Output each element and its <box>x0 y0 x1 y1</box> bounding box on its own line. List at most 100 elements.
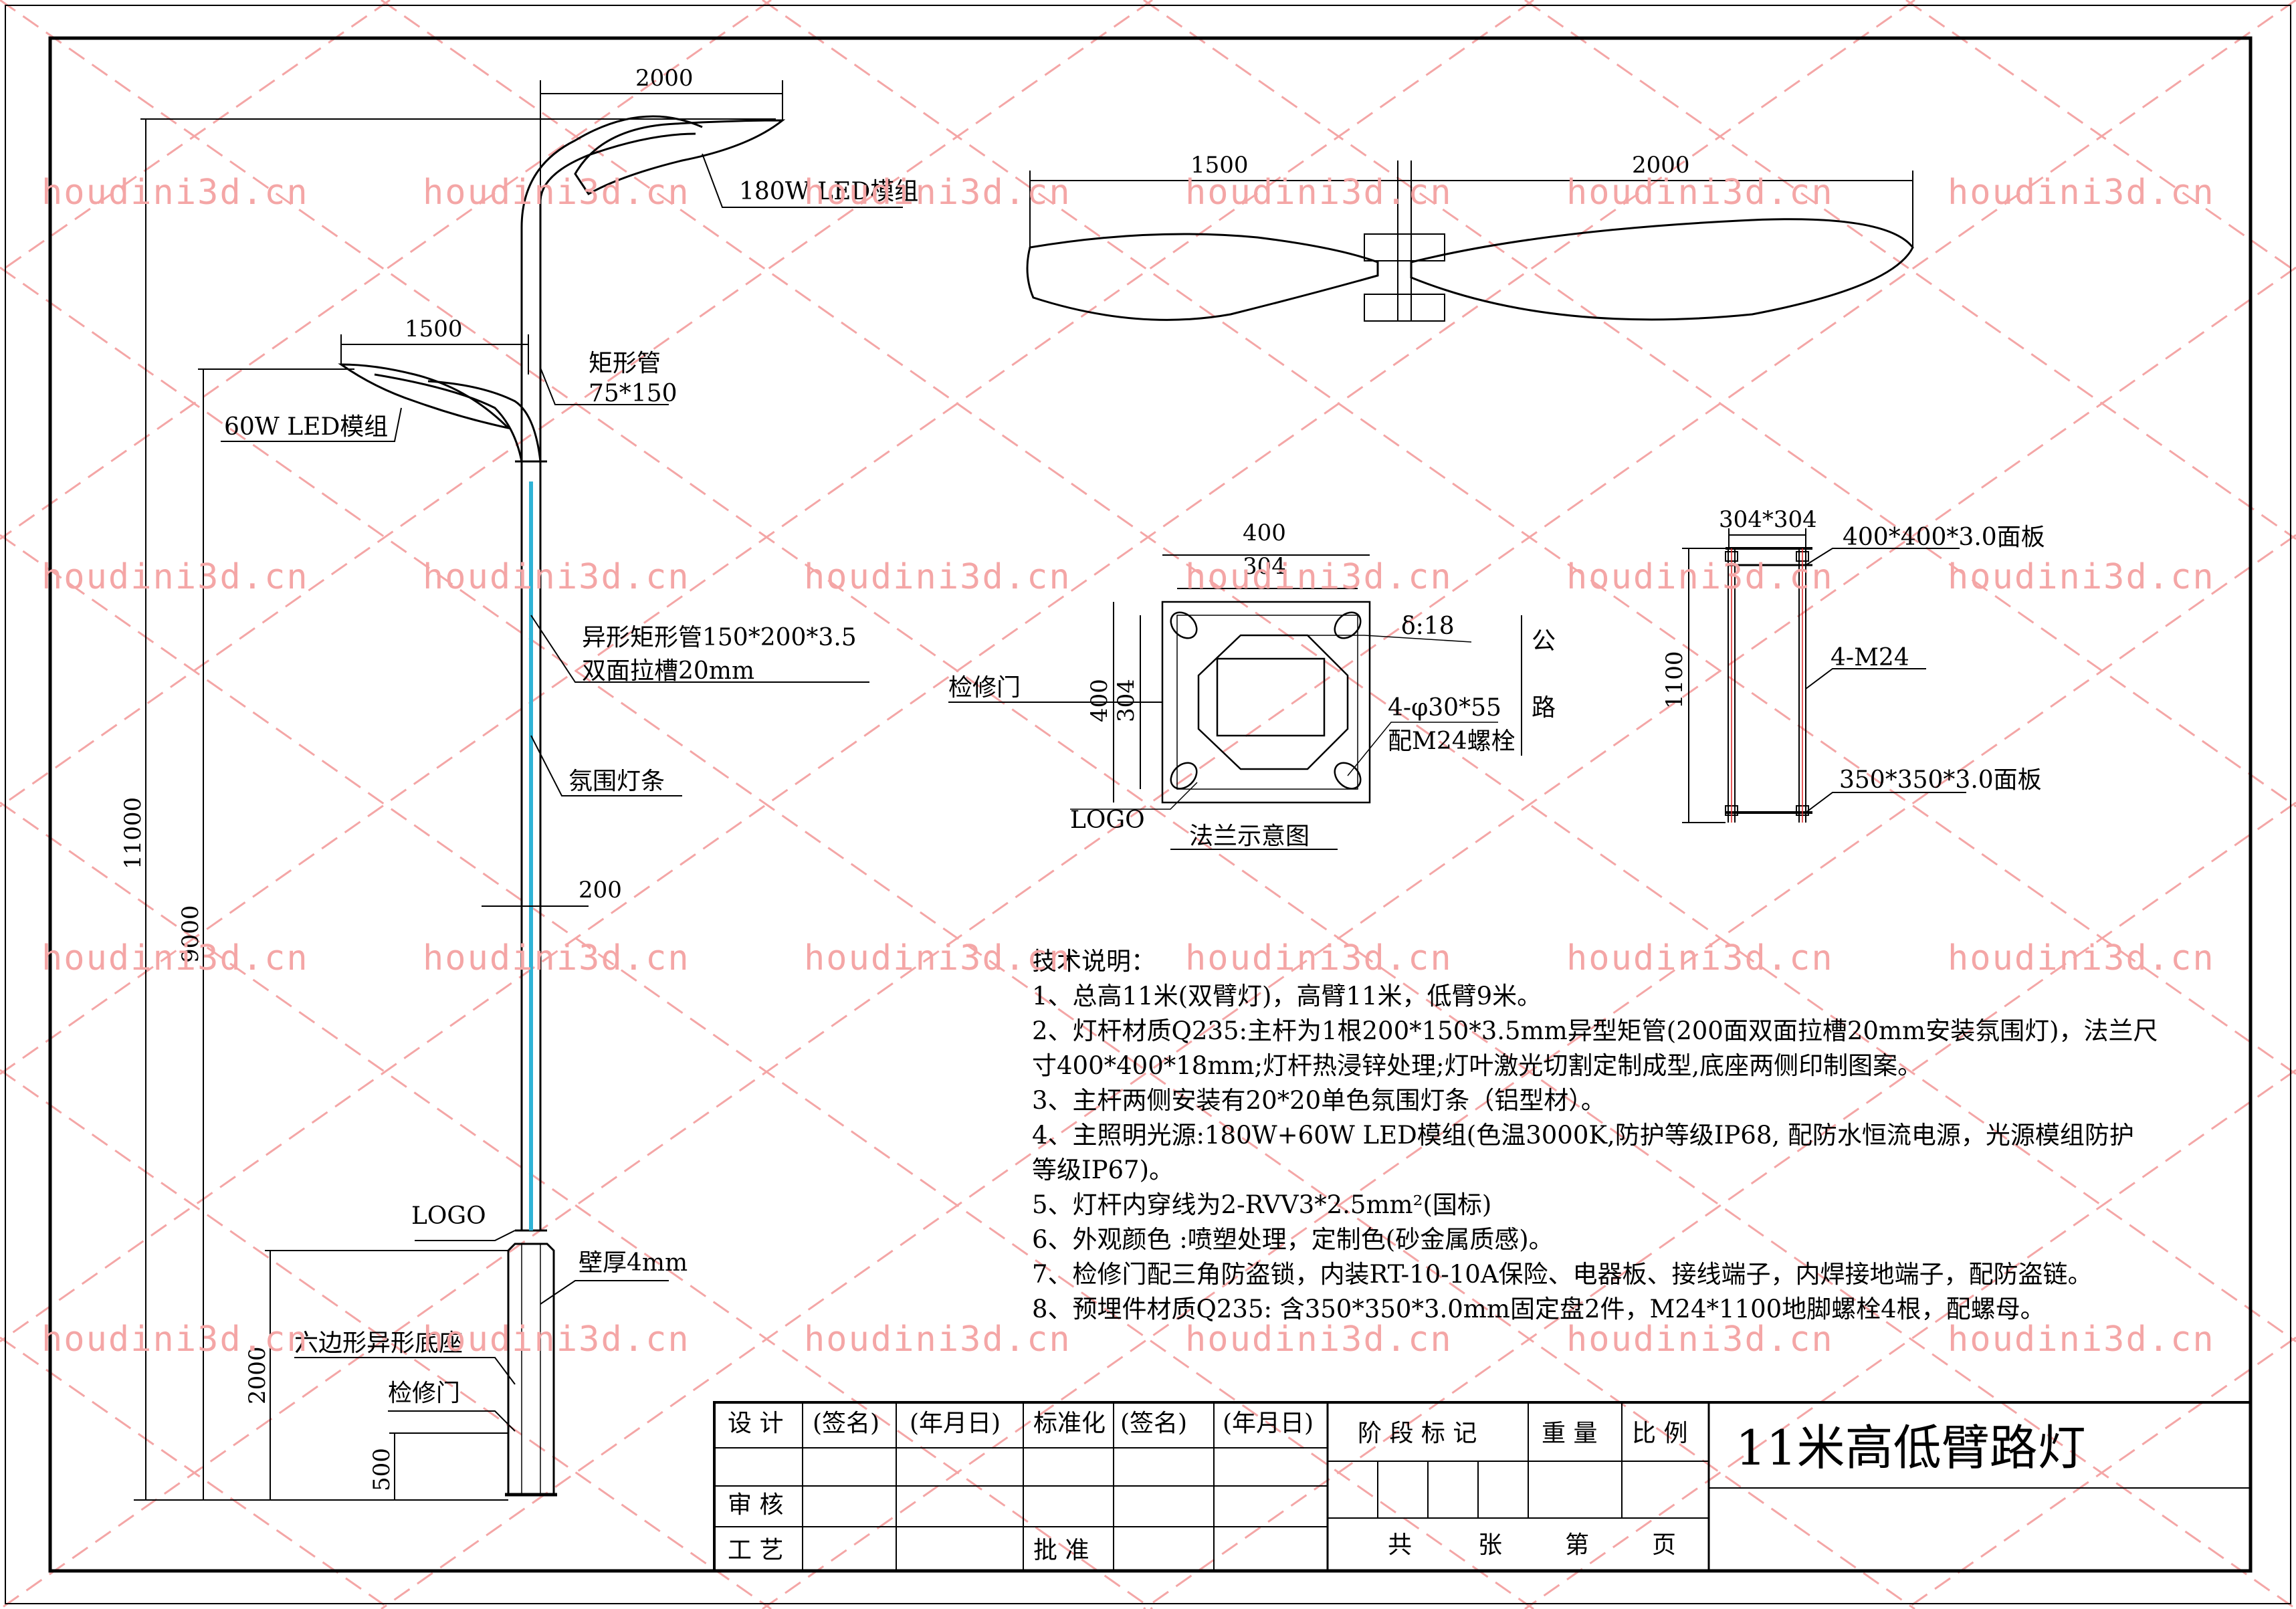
svg-text:houdini3d.cn: houdini3d.cn <box>41 173 309 213</box>
dim-anchor-length: 1100 <box>1661 651 1688 709</box>
svg-text:houdini3d.cn: houdini3d.cn <box>423 938 690 978</box>
notes-line-7: 5、灯杆内穿线为2-RVV3*2.5mm²(国标) <box>1032 1190 1491 1219</box>
flange-drawing <box>948 554 1522 850</box>
svg-text:houdini3d.cn: houdini3d.cn <box>1185 938 1453 978</box>
svg-text:houdini3d.cn: houdini3d.cn <box>1948 1319 2215 1360</box>
label-led-high: 180W LED模组 <box>739 178 918 205</box>
label-flange-road2: 路 <box>1532 694 1556 722</box>
tb-standard: 标准化 <box>1033 1410 1106 1437</box>
tb-review: 审 核 <box>728 1491 783 1519</box>
tb-design: 设 计 <box>728 1410 783 1437</box>
svg-text:houdini3d.cn: houdini3d.cn <box>423 1319 690 1360</box>
svg-text:houdini3d.cn: houdini3d.cn <box>1948 557 2215 597</box>
label-flange-road1: 公 <box>1532 627 1556 655</box>
tb-sheet-unit: 张 <box>1478 1531 1502 1559</box>
svg-text:houdini3d.cn: houdini3d.cn <box>1185 173 1453 213</box>
lower-lamp-leaf <box>338 363 512 430</box>
dim-flange-inner-w: 304 <box>1243 553 1286 580</box>
label-rect-tube: 矩形管 <box>589 350 661 377</box>
dim-flange-inner-h: 304 <box>1113 679 1140 722</box>
dim-flange-outer-w: 400 <box>1243 520 1286 546</box>
svg-text:houdini3d.cn: houdini3d.cn <box>804 557 1071 597</box>
notes-line-9: 7、检修门配三角防盗锁，内装RT-10-10A保险、电器板、接线端子，内焊接地端… <box>1032 1260 2093 1289</box>
anchor-red-lines <box>1731 548 1803 823</box>
pole-leaders <box>221 153 903 1432</box>
notes-line-4: 3、主杆两侧安装有20*20单色氛围灯条（铝型材）。 <box>1032 1086 1606 1115</box>
notes-line-3: 寸400*400*18mm;灯杆热浸锌处理;灯叶激光切割定制成型,底座两侧印制图… <box>1032 1051 1922 1080</box>
svg-text:houdini3d.cn: houdini3d.cn <box>804 1319 1071 1360</box>
hexagon-base <box>507 1243 555 1496</box>
anchor-bolts <box>1682 528 1966 823</box>
tb-date1: (年月日) <box>910 1410 1001 1437</box>
technical-notes: 技术说明： 1、总高11米(双臂灯)，高臂11米，低臂9米。 2、灯杆材质Q23… <box>1032 947 2158 1323</box>
notes-line-10: 8、预埋件材质Q235: 含350*350*3.0mm固定盘2件，M24*110… <box>1032 1295 2045 1323</box>
pole-elevation <box>338 115 786 1497</box>
dim-pole-width: 200 <box>579 877 622 903</box>
label-wall: 壁厚4mm <box>579 1249 688 1277</box>
tb-sign1: (签名) <box>813 1410 879 1437</box>
label-anchor-top-plate: 400*400*3.0面板 <box>1843 524 2045 551</box>
tb-date2: (年月日) <box>1223 1410 1314 1437</box>
tb-sheet-no: 第 <box>1565 1531 1589 1559</box>
svg-text:houdini3d.cn: houdini3d.cn <box>41 938 309 978</box>
label-groove: 双面拉槽20mm <box>582 657 754 685</box>
label-base: 六边形异形底座 <box>294 1329 463 1357</box>
tb-approve: 批 准 <box>1033 1537 1089 1564</box>
label-flange-bolts: 配M24螺栓 <box>1388 728 1516 755</box>
svg-text:houdini3d.cn: houdini3d.cn <box>41 1319 309 1360</box>
label-logo: LOGO <box>411 1202 486 1230</box>
tb-sheets: 共 <box>1388 1531 1412 1559</box>
svg-text:houdini3d.cn: houdini3d.cn <box>1566 938 1834 978</box>
dim-lower-arm: 1500 <box>405 316 463 342</box>
dim-anchor-spacing: 304*304 <box>1719 506 1817 533</box>
tb-sign2: (签名) <box>1120 1410 1187 1437</box>
tb-stage: 阶 段 标 记 <box>1358 1420 1477 1447</box>
svg-text:houdini3d.cn: houdini3d.cn <box>423 173 690 213</box>
title-block <box>713 1401 2252 1572</box>
dim-door-height: 500 <box>369 1448 395 1491</box>
dim-top-left: 1500 <box>1190 152 1249 179</box>
label-rect-tube-size: 75*150 <box>589 380 677 407</box>
svg-text:houdini3d.cn: houdini3d.cn <box>1185 1319 1453 1360</box>
tb-page: 页 <box>1652 1531 1676 1559</box>
drawing-title: 11米高低臂路灯 <box>1736 1420 2086 1476</box>
notes-line-0: 技术说明： <box>1032 947 1156 976</box>
label-flange-caption: 法兰示意图 <box>1189 823 1310 850</box>
notes-line-2: 2、灯杆材质Q235:主杆为1根200*150*3.5mm异型矩管(200面双面… <box>1032 1016 2158 1045</box>
label-led-low: 60W LED模组 <box>224 413 388 441</box>
tb-craft: 工 艺 <box>728 1537 783 1564</box>
svg-text:houdini3d.cn: houdini3d.cn <box>804 173 1071 213</box>
label-anchor-bottom-plate: 350*350*3.0面板 <box>1839 766 2042 794</box>
pole-dimensions <box>134 80 783 1501</box>
svg-text:houdini3d.cn: houdini3d.cn <box>1566 1319 1834 1360</box>
label-anchor-bolts: 4-M24 <box>1831 644 1909 671</box>
label-ambient: 氛围灯条 <box>568 768 665 795</box>
svg-text:houdini3d.cn: houdini3d.cn <box>804 938 1071 978</box>
notes-line-6: 等级IP67)。 <box>1032 1156 1174 1184</box>
notes-line-1: 1、总高11米(双臂灯)，高臂11米，低臂9米。 <box>1032 982 1542 1010</box>
tb-weight: 重 量 <box>1542 1420 1597 1447</box>
label-flange-holes: 4-φ30*55 <box>1388 694 1501 722</box>
dim-base-height: 2000 <box>244 1346 271 1404</box>
label-flange-delta: δ:18 <box>1401 613 1455 640</box>
tb-scale: 比 例 <box>1632 1420 1687 1447</box>
label-flange-logo: LOGO <box>1070 807 1145 834</box>
svg-text:houdini3d.cn: houdini3d.cn <box>1948 173 2215 213</box>
svg-text:houdini3d.cn: houdini3d.cn <box>1185 557 1453 597</box>
dim-upper-arm: 2000 <box>635 65 694 92</box>
svg-text:houdini3d.cn: houdini3d.cn <box>1566 173 1834 213</box>
label-main-tube: 异形矩形管150*200*3.5 <box>582 624 857 651</box>
svg-text:houdini3d.cn: houdini3d.cn <box>1566 557 1834 597</box>
dim-low-height: 9000 <box>177 905 204 963</box>
top-view <box>1026 160 1914 322</box>
watermark-text: houdini3d.cn houdini3d.cn houdini3d.cn h… <box>41 173 2215 1360</box>
label-flange-door: 检修门 <box>948 674 1021 702</box>
dim-top-right: 2000 <box>1632 152 1690 179</box>
dim-total-height: 11000 <box>120 797 146 869</box>
notes-line-5: 4、主照明光源:180W+60W LED模组(色温3000K,防护等级IP68,… <box>1032 1121 2134 1150</box>
notes-line-8: 6、外观颜色 :喷塑处理，定制色(砂金属质感)。 <box>1032 1225 1554 1254</box>
dim-flange-outer-h: 400 <box>1086 679 1113 722</box>
svg-text:houdini3d.cn: houdini3d.cn <box>423 557 690 597</box>
